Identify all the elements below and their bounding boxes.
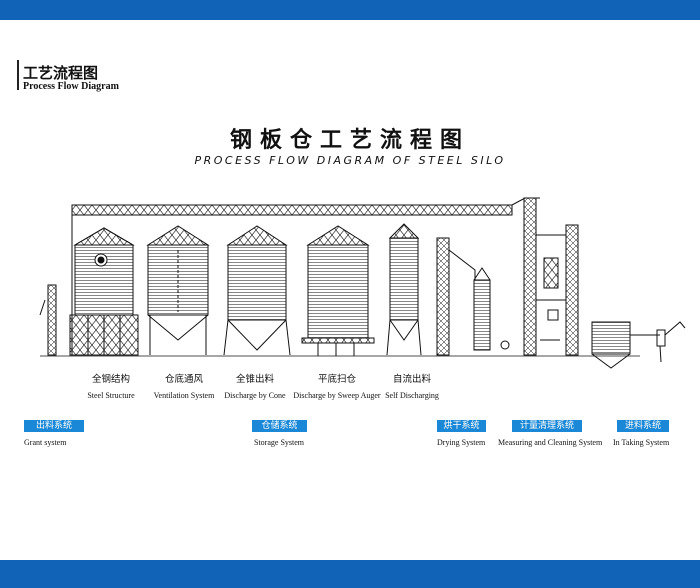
system-tag-measuring: 计量清理系统 — [512, 420, 582, 432]
system-en-storage: Storage System — [254, 438, 304, 447]
left-elevator — [39, 284, 57, 356]
diagram-title-en: PROCESS FLOW DIAGRAM OF STEEL SILO — [194, 154, 506, 167]
silo-sweep-auger — [301, 225, 375, 356]
section-title-en: Process Flow Diagram — [23, 81, 119, 92]
silo-self-discharging — [386, 223, 422, 356]
system-tag-storage: 仓储系统 — [252, 420, 307, 432]
diagram-title-cn: 钢板仓工艺流程图 — [229, 128, 470, 153]
system-tag-grant: 出料系统 — [24, 420, 84, 432]
system-tag-intake: 进料系统 — [617, 420, 669, 432]
dryer-system — [436, 237, 510, 356]
section-marker — [17, 60, 19, 90]
system-en-grant: Grant system — [24, 438, 67, 447]
top-conveyor-gallery — [71, 197, 540, 355]
system-en-measuring: Measuring and Cleaning System — [498, 438, 603, 447]
silo-ventilation — [146, 225, 210, 355]
system-tag-drying: 烘干系统 — [437, 420, 486, 432]
bottom-band — [0, 560, 700, 588]
silo-steel-structure — [69, 227, 139, 356]
silo-cone-discharge — [223, 225, 291, 356]
system-en-intake: In Taking System — [613, 438, 670, 447]
measuring-cleaning-towers — [523, 197, 579, 356]
system-en-drying: Drying System — [437, 438, 486, 447]
intake-system — [591, 321, 686, 369]
top-band — [0, 0, 700, 20]
section-title-cn: 工艺流程图 — [23, 64, 99, 82]
